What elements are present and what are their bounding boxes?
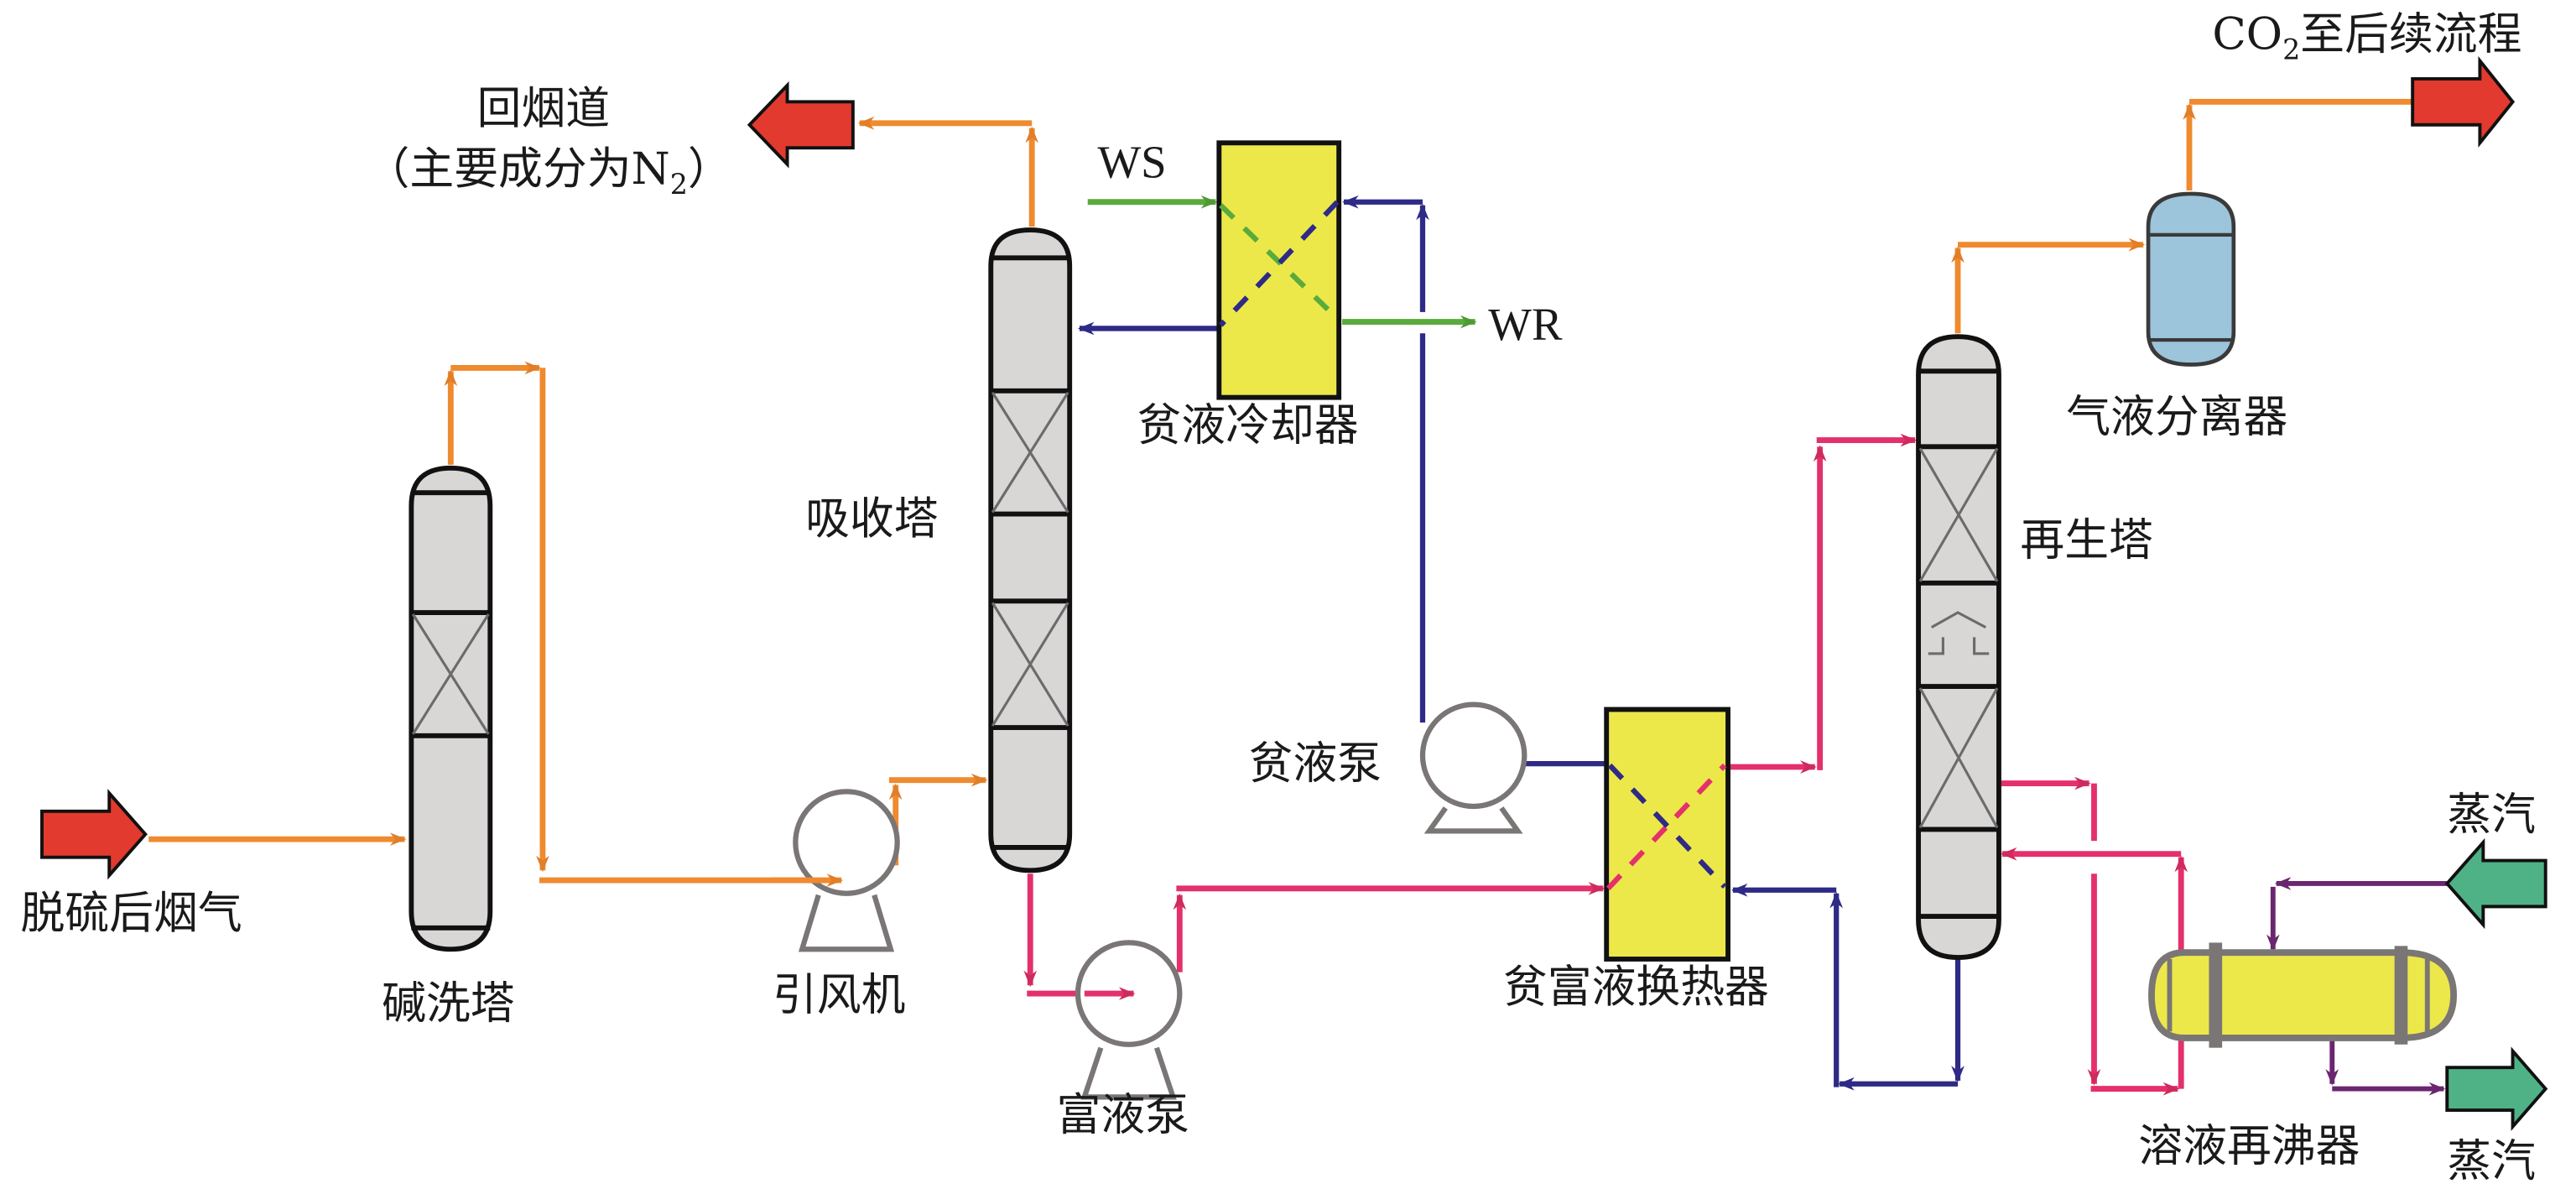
vent-suffix: ）	[688, 143, 732, 195]
cooling-water-lines	[1087, 195, 1477, 329]
label-reboiler: 溶液再沸器	[2138, 1121, 2360, 1172]
label-wr: WR	[1488, 299, 1563, 350]
label-ws: WS	[1097, 136, 1166, 187]
label-flue-gas-in: 脱硫后烟气	[21, 888, 242, 939]
steam-inlet-arrow-icon	[2444, 837, 2547, 930]
gas-liquid-separator	[2146, 191, 2236, 367]
label-rich-pump: 富液泵	[1057, 1090, 1189, 1141]
packing-bed-icon	[411, 613, 490, 735]
label-vent-line2: （主要成分为N2）	[366, 143, 732, 201]
label-regenerator: 再生塔	[2020, 515, 2152, 566]
packing-bed-icon	[991, 602, 1069, 727]
label-steam-out: 蒸汽	[2447, 1135, 2536, 1186]
absorber-tower	[988, 227, 1073, 873]
vent-outlet-arrow-icon	[747, 81, 855, 169]
packing-bed-icon	[1918, 447, 1999, 582]
label-lean-cooler: 贫液冷却器	[1137, 400, 1358, 451]
steam-outlet-arrow-icon	[2445, 1046, 2548, 1131]
lean-rich-heat-exchanger	[1604, 707, 1730, 962]
co2-suffix: 至后续流程	[2300, 9, 2521, 60]
label-lean-pump: 贫液泵	[1249, 738, 1382, 790]
co2-prefix: CO	[2212, 9, 2282, 60]
flue-gas-inlet-arrow-icon	[40, 789, 148, 880]
regenerator-tower	[1916, 334, 2001, 960]
label-caustic-tower: 碱洗塔	[382, 978, 514, 1029]
label-fan: 引风机	[773, 970, 905, 1021]
rich-solution-pump	[1075, 940, 1183, 1100]
lean-solution-pump	[1419, 701, 1527, 834]
label-vent-line1: 回烟道	[477, 83, 610, 134]
lean-solution-lines	[1077, 195, 1965, 1091]
solution-reboiler	[2148, 942, 2458, 1048]
label-co2-out: CO2至后续流程	[2212, 9, 2521, 66]
label-separator: 气液分离器	[2066, 392, 2287, 443]
steam-lines	[2266, 877, 2448, 1096]
packing-bed-icon	[1918, 687, 1999, 829]
label-absorber: 吸收塔	[805, 493, 938, 545]
lean-solution-cooler	[1216, 140, 1342, 400]
label-steam-in: 蒸汽	[2447, 789, 2536, 840]
label-exchanger: 贫富液换热器	[1503, 962, 1769, 1013]
induced-draft-fan	[793, 789, 900, 952]
caustic-wash-tower	[409, 465, 493, 952]
co2-sub: 2	[2282, 33, 2300, 65]
packing-bed-icon	[991, 391, 1069, 514]
vent-sub: 2	[670, 168, 688, 201]
co2-outlet-arrow-icon	[2411, 55, 2516, 148]
bubble-cap-tray-icon	[1928, 611, 1990, 655]
vent-prefix: （主要成分为N	[366, 143, 670, 195]
